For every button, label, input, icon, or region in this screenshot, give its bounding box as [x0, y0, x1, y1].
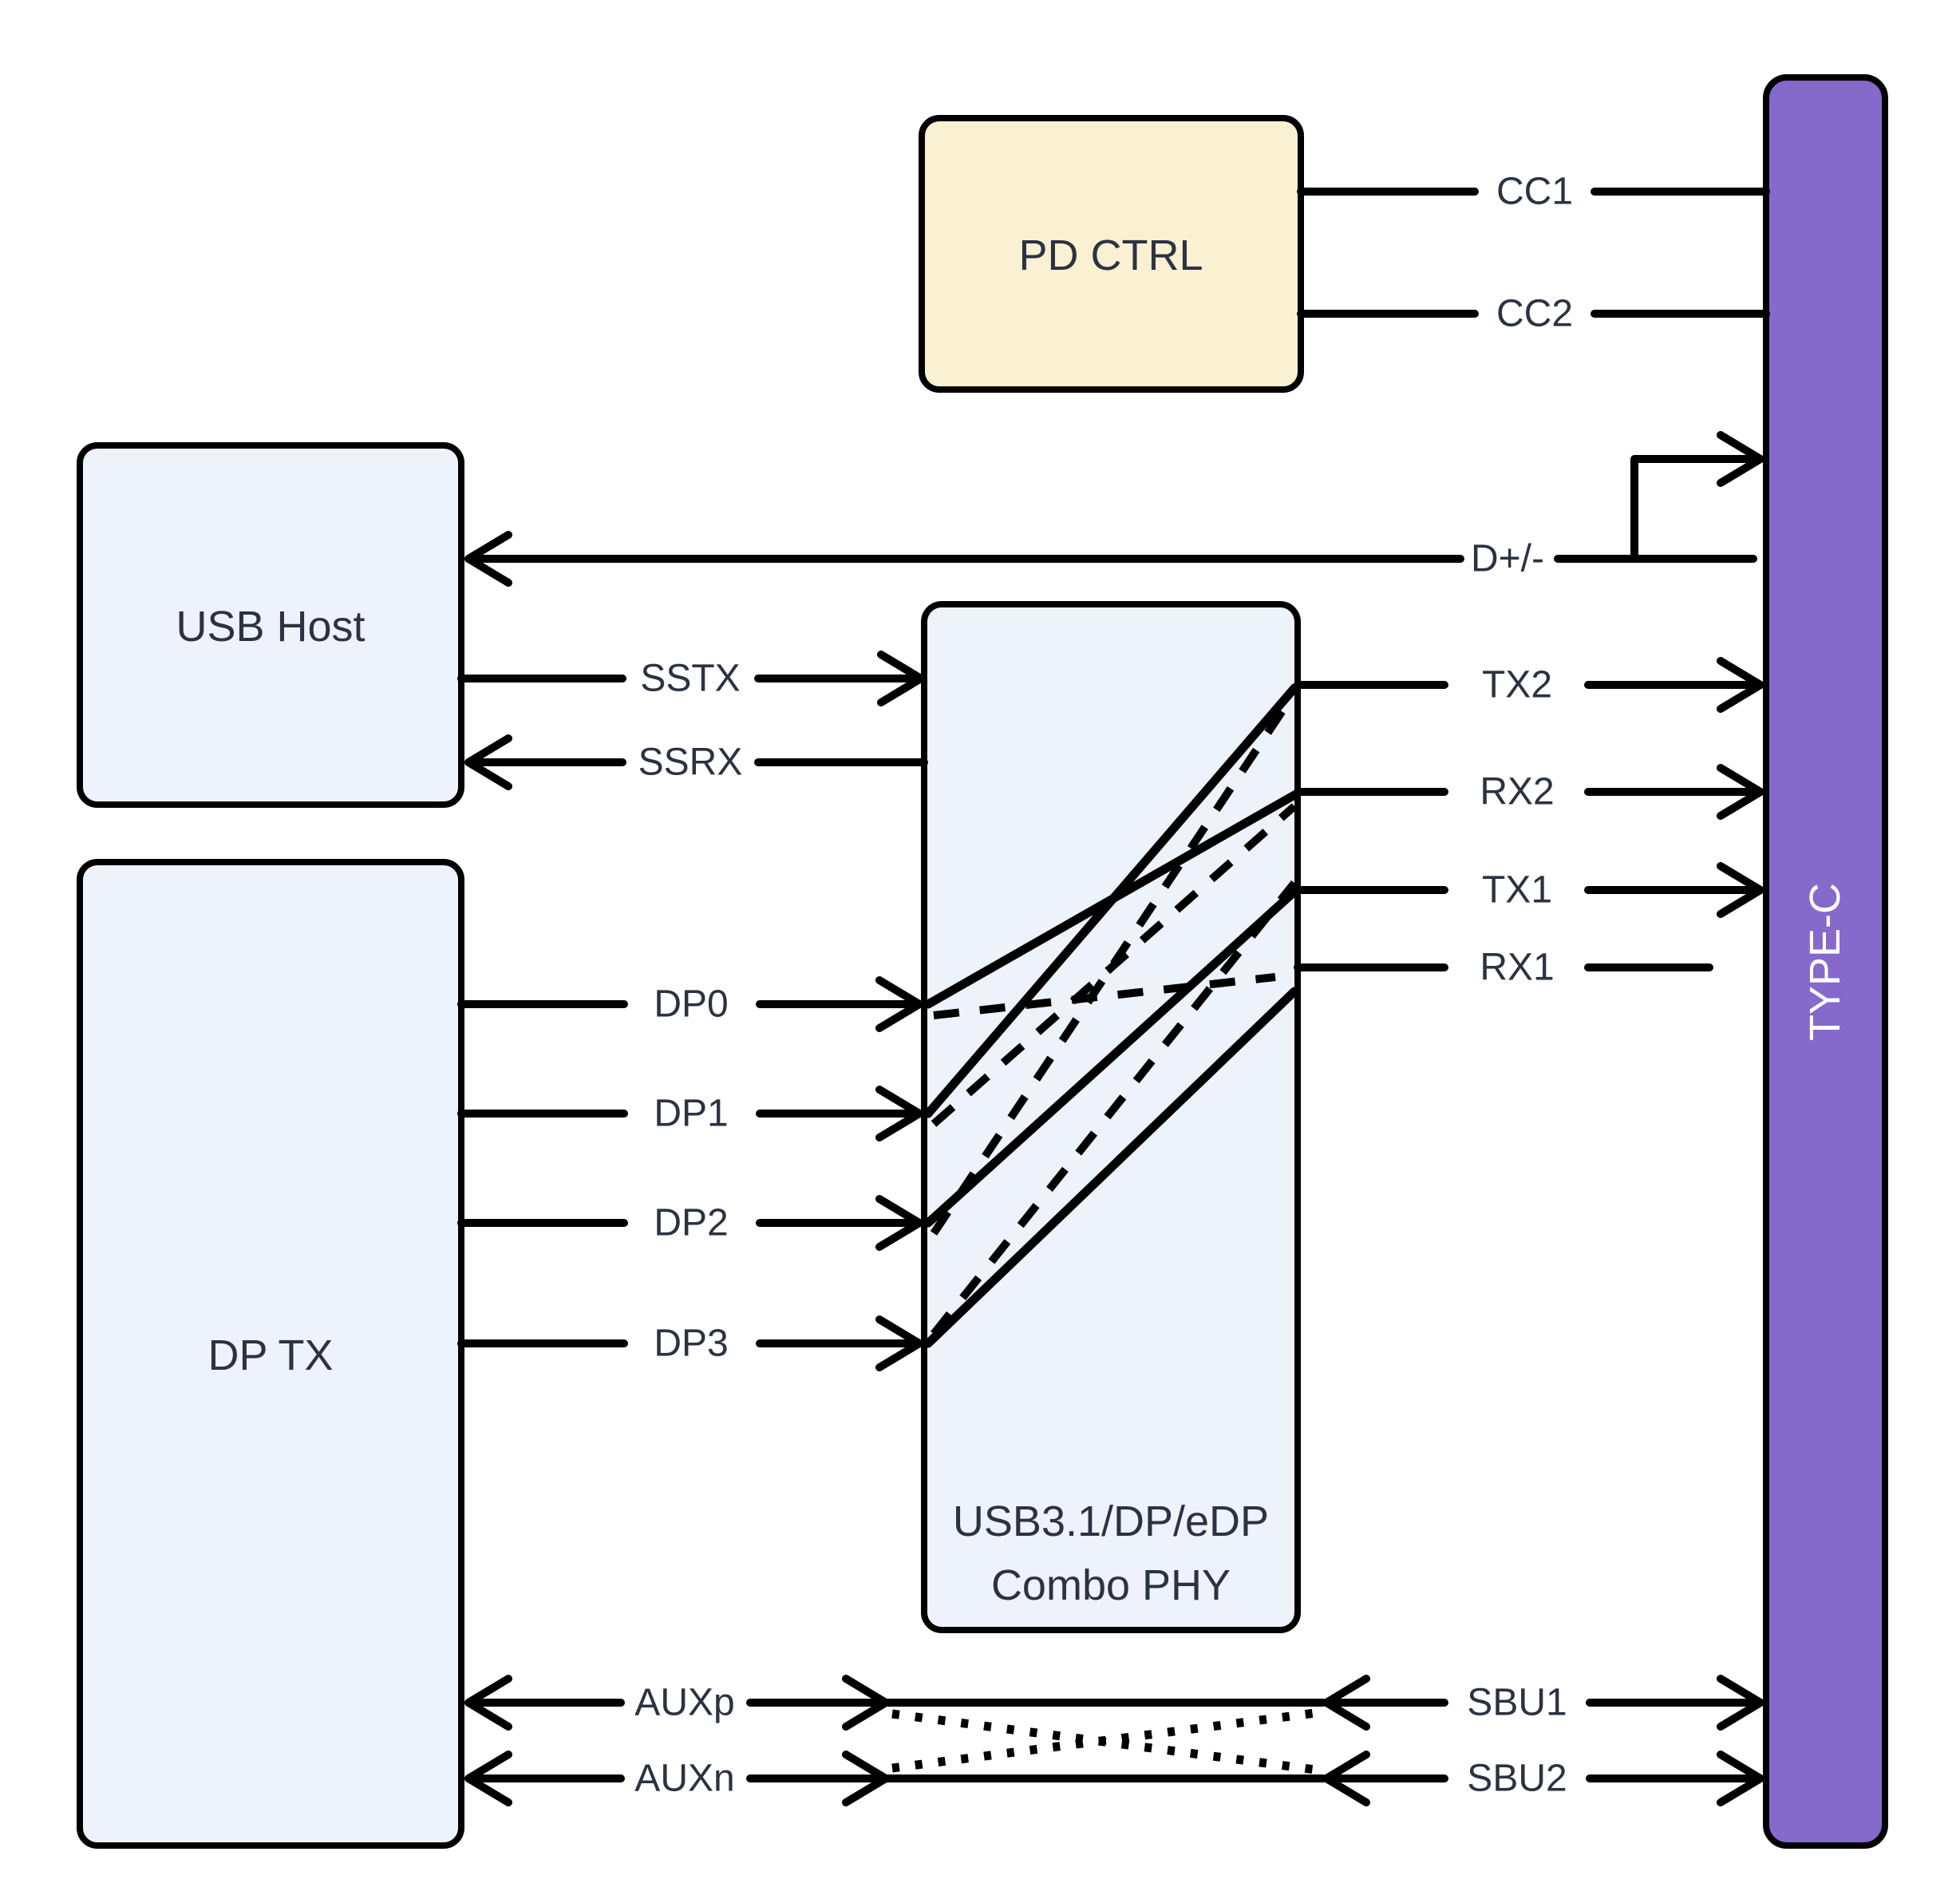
auxp-arrowhead-into-dp-tx	[464, 1675, 512, 1731]
signal-tx1	[1294, 862, 1764, 918]
usb-host-block	[77, 442, 464, 808]
signal-rx2	[1294, 764, 1764, 820]
aux-sbu-crossover	[891, 1708, 1316, 1774]
type-c-title: TYPE-C	[1801, 883, 1849, 1041]
signal-auxp-sbu1	[464, 1675, 1764, 1731]
dp1-arrowhead-into-phy	[875, 1086, 923, 1141]
cc2-label: CC2	[1496, 293, 1573, 335]
wires-layer	[457, 188, 1770, 1806]
dp3-label: DP3	[654, 1323, 728, 1365]
mux-solid-dp2-to-tx1	[923, 887, 1299, 1228]
dp-tx-title: DP TX	[207, 1331, 333, 1379]
ssrx-label: SSRX	[638, 742, 743, 784]
dp3-arrowhead-into-phy	[875, 1315, 923, 1371]
tx1-arrowhead-into-type-c	[1717, 862, 1764, 918]
crossover-dotted-auxn-to-sbu1	[891, 1708, 1316, 1773]
dplus-arrowhead-into-usb-host	[464, 531, 512, 587]
labels-layer: PD CTRL USB Host DP TX USB3.1/DP/eDP Com…	[176, 171, 1849, 1800]
sbu2-arrowhead-into-type-c	[1717, 1751, 1764, 1806]
pd-ctrl-title: PD CTRL	[1018, 231, 1203, 279]
dp1-label: DP1	[654, 1093, 728, 1135]
tx1-label: TX1	[1482, 869, 1552, 912]
sstx-label: SSTX	[640, 658, 740, 700]
dp0-label: DP0	[654, 983, 728, 1026]
mux-solid-dp1-to-tx2	[923, 683, 1299, 1118]
sbu1-label: SBU1	[1467, 1682, 1567, 1724]
dplus-branch-line	[1630, 455, 1758, 563]
sbu1-arrowhead-left	[1322, 1675, 1370, 1731]
dp-tx-block	[77, 859, 464, 1849]
sbu2-label: SBU2	[1467, 1758, 1567, 1800]
rx1-label: RX1	[1480, 947, 1554, 989]
auxn-arrowhead-into-dp-tx	[464, 1751, 512, 1806]
tx2-arrowhead-into-type-c	[1717, 657, 1764, 713]
dp2-arrowhead-into-phy	[875, 1195, 923, 1251]
signal-dp0	[457, 976, 923, 1032]
mux-solid-dp3-to-rx1	[923, 987, 1299, 1348]
mux-dashed-dp1-to-rx2	[931, 803, 1298, 1127]
dp2-label: DP2	[654, 1202, 728, 1244]
signal-dp1	[457, 1086, 923, 1141]
rx2-label: RX2	[1480, 771, 1554, 813]
auxn-label: AUXn	[634, 1758, 734, 1800]
sbu1-arrowhead-into-type-c	[1717, 1675, 1764, 1731]
mux-dashed-dp2-to-tx2	[930, 695, 1295, 1236]
ssrx-arrowhead-into-usb-host	[464, 734, 512, 790]
mux-dashed-dp0-to-rx1	[933, 973, 1276, 1019]
blocks-layer	[77, 74, 1888, 1849]
type-c-connector-block	[1763, 74, 1888, 1849]
signal-tx2	[1294, 657, 1764, 713]
rx2-arrowhead-into-type-c	[1717, 764, 1764, 820]
signal-dp2	[457, 1195, 923, 1251]
sbu2-arrowhead-left	[1322, 1751, 1370, 1806]
mux-dashed-dp3-to-tx1	[931, 880, 1298, 1337]
signal-auxn-sbu2	[464, 1751, 1764, 1806]
phy-mux-mapping	[923, 683, 1299, 1348]
dp0-arrowhead-into-phy	[875, 976, 923, 1032]
usb-host-title: USB Host	[176, 603, 365, 651]
signal-ssrx	[464, 734, 928, 790]
combo-phy-title-line1: USB3.1/DP/eDP	[953, 1497, 1269, 1545]
auxp-label: AUXp	[634, 1682, 734, 1724]
combo-phy-title-line2: Combo PHY	[991, 1561, 1231, 1609]
dplus-arrowhead-into-type-c	[1717, 431, 1764, 487]
tx2-label: TX2	[1482, 664, 1552, 706]
signal-dplus-minus	[464, 431, 1764, 587]
sstx-arrowhead-into-phy	[877, 651, 925, 706]
dplus-minus-label: D+/-	[1471, 538, 1544, 580]
cc1-label: CC1	[1496, 171, 1573, 213]
pd-ctrl-block	[919, 115, 1304, 393]
signal-dp3	[457, 1315, 923, 1371]
signal-sstx	[457, 651, 925, 706]
